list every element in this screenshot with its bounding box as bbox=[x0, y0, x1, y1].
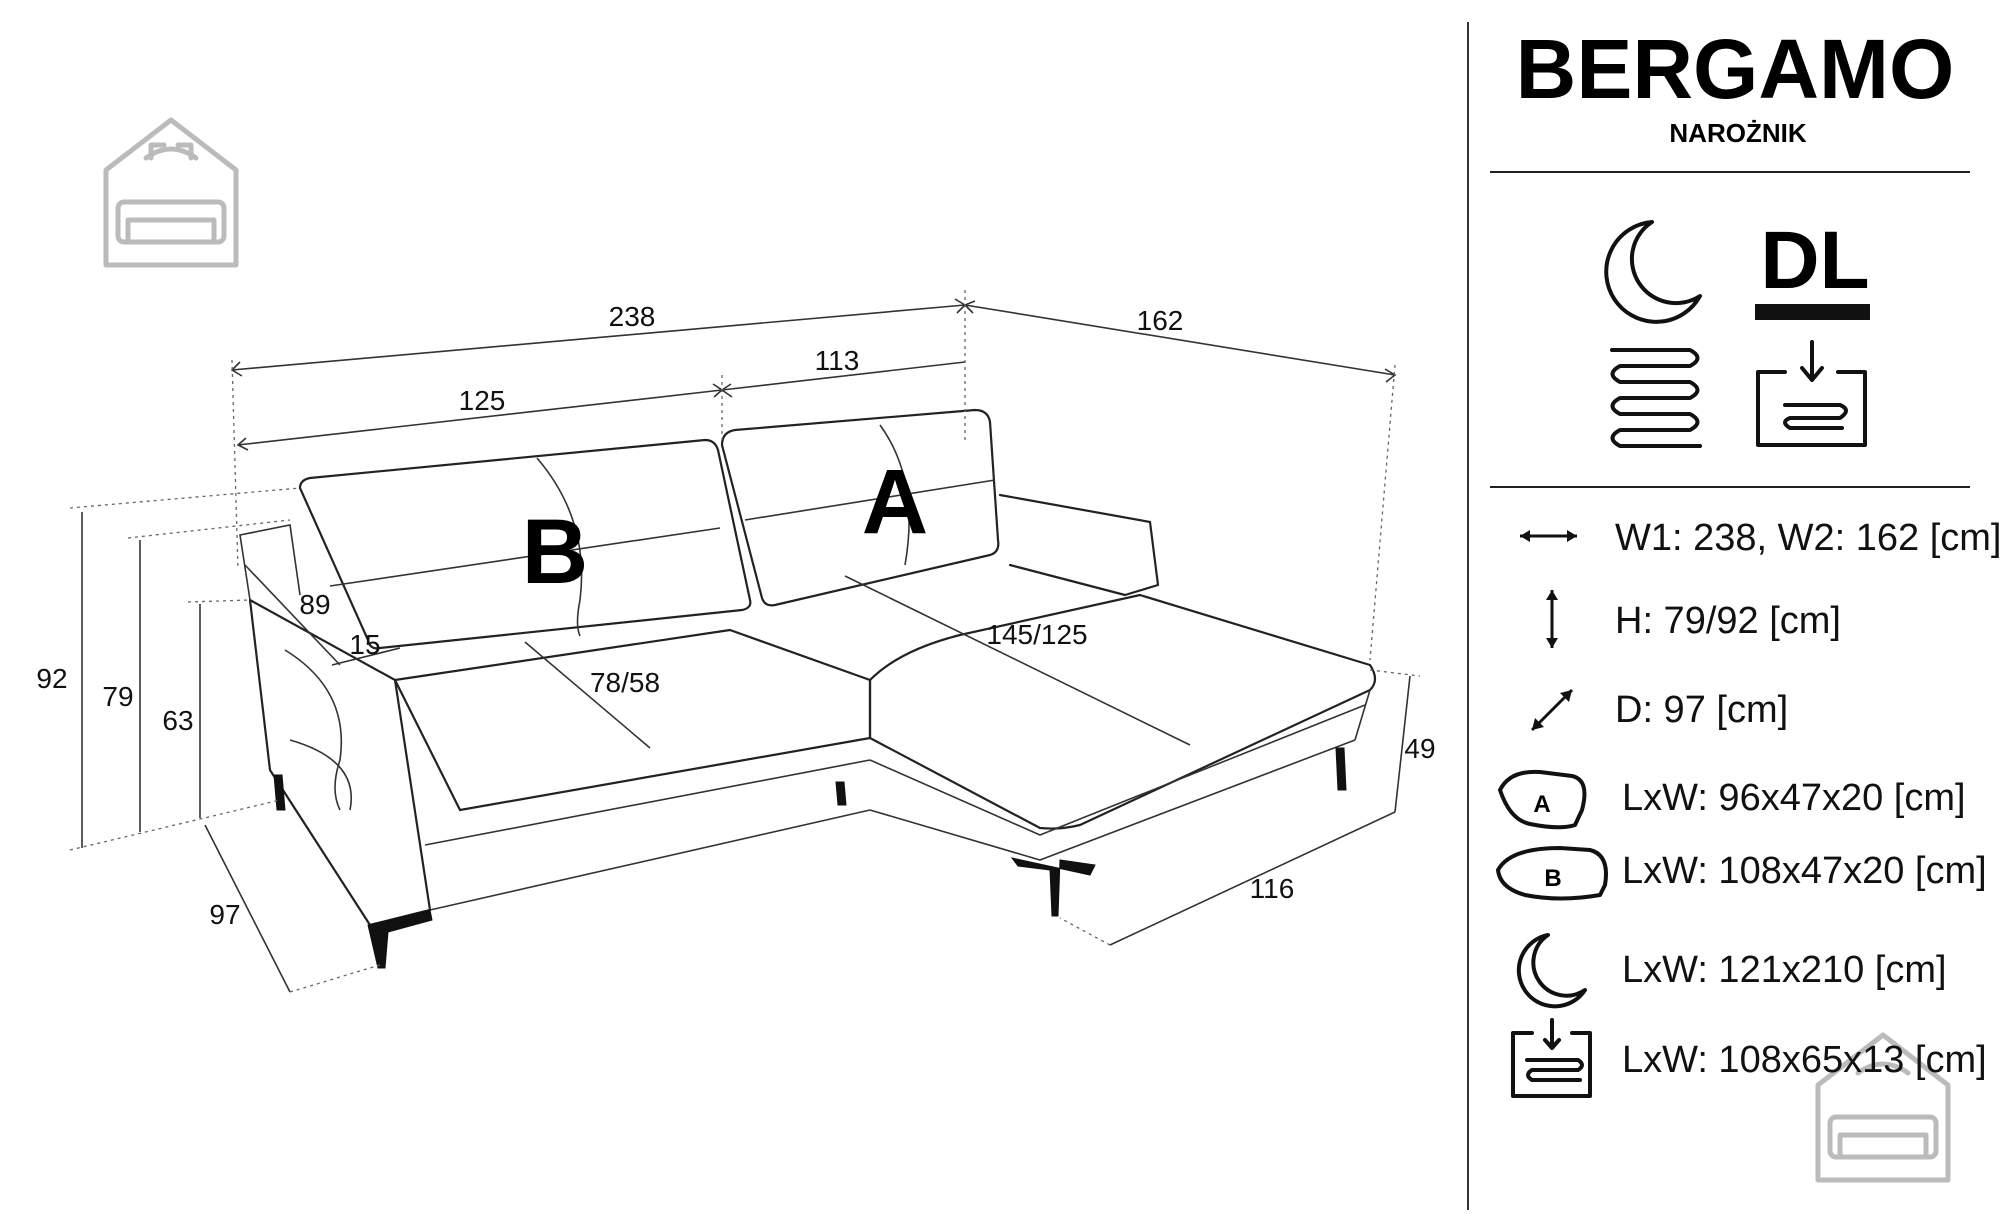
moon-small-icon bbox=[1516, 933, 1587, 1009]
dim-total-width: 238 bbox=[609, 301, 656, 332]
spec-height: H: 79/92 [cm] bbox=[1615, 600, 1841, 642]
dim-seat-height: 49 bbox=[1404, 733, 1435, 764]
product-title: BERGAMO bbox=[1516, 22, 1955, 116]
cushion-b-label: B bbox=[522, 501, 588, 603]
backrest-a bbox=[720, 408, 1000, 607]
spec-cushion-b: LxW: 108x47x20 [cm] bbox=[1622, 850, 1987, 892]
backrest-b bbox=[298, 438, 752, 650]
right-armrest bbox=[998, 493, 1160, 597]
spec-cushion-a: LxW: 96x47x20 [cm] bbox=[1622, 777, 1966, 819]
dim-seat-a-width: 113 bbox=[815, 345, 860, 376]
house-sofa-logo-bottom bbox=[1815, 1032, 1951, 1183]
leg-back-left bbox=[273, 774, 286, 811]
main-seat bbox=[393, 628, 872, 812]
dim-seat-b-width: 125 bbox=[459, 385, 506, 416]
leg-chaise-right bbox=[1335, 747, 1347, 791]
dl-icon: DL bbox=[1760, 215, 1869, 306]
diagonal-arrow-icon bbox=[1530, 688, 1574, 732]
dim-height-back: 92 bbox=[36, 663, 67, 694]
leg-chaise-front bbox=[1010, 857, 1096, 917]
spring-icon bbox=[1610, 348, 1702, 448]
leg-front-left bbox=[367, 909, 433, 969]
spec-storage: LxW: 108x65x13 [cm] bbox=[1622, 1039, 1987, 1081]
storage-small-icon bbox=[1511, 1018, 1592, 1098]
product-subtitle: NAROŻNIK bbox=[1669, 118, 1806, 148]
dimension-lines bbox=[69, 290, 1421, 993]
spec-sleeping-area: LxW: 121x210 [cm] bbox=[1622, 949, 1947, 991]
svg-text:B: B bbox=[1544, 865, 1561, 892]
dim-height-head: 79 bbox=[102, 681, 133, 712]
moon-icon bbox=[1604, 220, 1702, 324]
house-sofa-logo-top bbox=[103, 117, 239, 268]
spec-width: W1: 238, W2: 162 [cm] bbox=[1615, 517, 2000, 559]
storage-icon bbox=[1756, 340, 1867, 447]
horizontal-arrow-icon bbox=[1520, 530, 1577, 542]
cushion-b-icon: B bbox=[1496, 846, 1608, 901]
leg-back-middle bbox=[835, 781, 847, 806]
dim-chaise-width: 116 bbox=[1250, 873, 1295, 904]
dim-side-width: 162 bbox=[1137, 305, 1184, 336]
dl-underline bbox=[1755, 304, 1870, 320]
dim-seat-depth: 78/58 bbox=[590, 667, 660, 698]
sofa-drawing bbox=[239, 408, 1377, 969]
cushion-a-icon: A bbox=[1498, 769, 1587, 830]
dim-armrest-depth: 89 bbox=[299, 589, 330, 620]
cushion-a-label: A bbox=[862, 451, 928, 553]
dim-height-arm: 63 bbox=[162, 705, 193, 736]
dim-armrest-width: 15 bbox=[349, 629, 380, 660]
vertical-arrow-icon bbox=[1546, 590, 1558, 648]
spec-depth: D: 97 [cm] bbox=[1615, 689, 1788, 731]
svg-text:A: A bbox=[1533, 791, 1550, 818]
dim-chaise-depth: 145/125 bbox=[986, 619, 1087, 650]
dim-depth: 97 bbox=[209, 899, 240, 930]
